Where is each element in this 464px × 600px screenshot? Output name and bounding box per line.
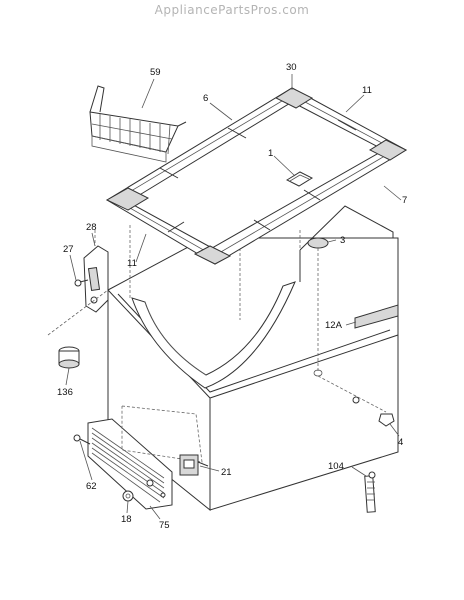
hinge-screw: [74, 279, 89, 287]
hinge-part: [83, 230, 109, 313]
lid-handle-part: [285, 171, 314, 187]
label-136: 136: [57, 387, 73, 398]
label-4: 4: [398, 437, 403, 448]
compressor-relay: [179, 454, 209, 476]
serial-label: [354, 304, 399, 329]
label-18: 18: [121, 514, 132, 525]
label-7: 7: [402, 195, 407, 206]
label-1: 1: [268, 148, 273, 159]
label-6: 6: [203, 93, 208, 104]
wire-basket: [89, 85, 187, 163]
grille-fastener: [122, 490, 134, 502]
label-21: 21: [221, 467, 232, 478]
leader-lines: [65, 74, 402, 520]
label-12A: 12A: [325, 320, 343, 331]
drain-plug: [307, 237, 387, 413]
label-3: 3: [340, 235, 345, 246]
thermostat-probe: [364, 471, 376, 513]
watermark: AppliancePartsPros.com: [154, 3, 310, 17]
front-grille: [87, 405, 203, 510]
label-27: 27: [63, 244, 74, 255]
label-11-top: 11: [362, 85, 372, 96]
label-11-left: 11: [127, 258, 137, 269]
label-30: 30: [286, 62, 297, 73]
label-59: 59: [150, 67, 161, 78]
drain-cap: [352, 396, 395, 427]
label-75: 75: [159, 520, 170, 531]
part-labels: 59 30 6 11 1 7 28 27 11 3 12A 136 4 104 …: [57, 62, 407, 531]
label-62: 62: [86, 481, 97, 492]
label-28: 28: [86, 222, 97, 233]
label-104: 104: [328, 461, 344, 472]
lid-gasket-frame: [105, 87, 408, 265]
grille-screw: [73, 434, 91, 445]
